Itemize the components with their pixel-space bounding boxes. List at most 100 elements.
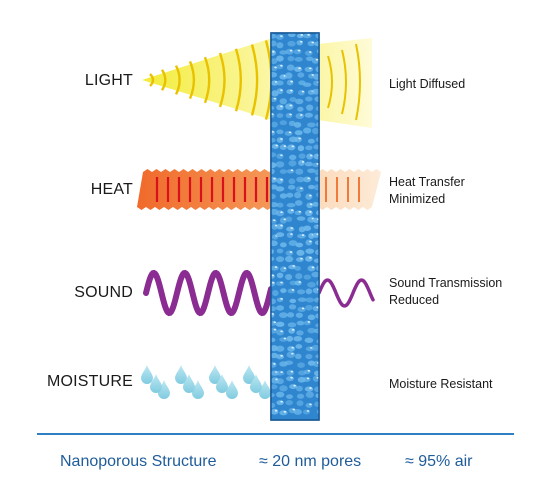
pore: [314, 176, 319, 182]
light-wave-arc: [203, 56, 211, 104]
pore: [303, 274, 311, 280]
pore: [294, 136, 302, 143]
pore-highlight: [311, 41, 315, 44]
effect-sound: Sound Transmission Reduced: [389, 275, 502, 309]
pore: [305, 56, 314, 62]
pore: [286, 376, 295, 382]
pore: [303, 225, 312, 231]
pore: [295, 168, 304, 175]
pore-highlight: [289, 104, 293, 107]
pore: [271, 337, 276, 343]
pore: [311, 88, 319, 95]
pore: [284, 360, 294, 365]
light-wave-arc: [149, 73, 155, 87]
pore-highlight: [309, 403, 312, 406]
pore-highlight: [280, 64, 283, 67]
pore: [297, 233, 306, 239]
pore-highlight: [301, 90, 305, 93]
pore: [305, 304, 313, 311]
water-drop: [141, 365, 153, 384]
pore: [294, 265, 302, 271]
pore: [271, 105, 275, 111]
pore: [312, 201, 319, 207]
pore: [287, 322, 297, 328]
pore-highlight: [283, 145, 287, 148]
pore: [286, 394, 293, 399]
effect-moisture-line-1: Moisture Resistant: [389, 377, 493, 391]
label-heat: HEAT: [90, 181, 133, 198]
label-moisture: MOISTURE: [46, 373, 133, 390]
pore: [303, 176, 312, 183]
pore: [296, 400, 304, 407]
water-drop: [259, 380, 271, 399]
pore: [275, 321, 285, 327]
pore: [271, 137, 276, 143]
pore: [272, 290, 279, 297]
pore: [296, 393, 305, 399]
pore-highlight: [290, 89, 293, 92]
pore: [276, 64, 284, 70]
pore: [276, 113, 284, 118]
pore: [294, 210, 302, 215]
effect-sound-line-2: Reduced: [389, 293, 440, 307]
pore: [286, 232, 294, 238]
pore: [312, 217, 319, 223]
pore-highlight: [273, 362, 276, 365]
pore: [304, 50, 313, 56]
pore: [286, 169, 295, 174]
pore: [271, 168, 275, 175]
sound-wave-incoming: [143, 269, 274, 317]
pore: [303, 127, 312, 134]
pore: [275, 391, 285, 398]
pore: [287, 40, 296, 47]
pore-highlight: [297, 49, 301, 52]
pore: [271, 256, 275, 262]
pore-highlight: [320, 138, 323, 140]
pore-highlight: [272, 219, 276, 222]
pore-highlight: [290, 227, 294, 230]
pore-highlight: [280, 330, 283, 333]
effect-light: Light Diffused: [389, 76, 465, 93]
heat-band: [137, 169, 381, 210]
pore: [293, 48, 302, 55]
pore: [315, 66, 319, 73]
pore: [286, 369, 295, 376]
water-drop: [150, 374, 162, 393]
pore-highlight: [290, 169, 294, 172]
heat-band-incoming: [137, 169, 278, 210]
pore: [302, 82, 312, 87]
pore: [305, 145, 313, 151]
pore-highlight: [272, 50, 275, 53]
pore: [298, 153, 306, 159]
pore: [305, 96, 313, 102]
light-diffused-arc: [341, 49, 347, 115]
pore-highlight: [289, 49, 293, 52]
pore: [296, 289, 306, 295]
pore: [294, 200, 303, 206]
pore: [305, 297, 315, 303]
pore: [307, 281, 316, 288]
water-drop: [226, 380, 238, 399]
effect-sound-line-1: Sound Transmission: [389, 276, 503, 290]
pore-highlight: [290, 370, 294, 373]
pore: [315, 354, 319, 359]
pore-highlight: [274, 266, 278, 269]
pore: [285, 399, 294, 406]
pore: [294, 66, 303, 72]
pore: [296, 385, 303, 392]
pore: [313, 224, 319, 229]
moisture-drops: [141, 365, 271, 399]
pore: [288, 178, 296, 185]
pore-highlight: [280, 35, 283, 38]
pore-highlight: [307, 321, 311, 323]
water-drop: [243, 365, 255, 384]
pore: [314, 169, 319, 176]
pore-highlight: [308, 51, 312, 54]
pore: [304, 386, 314, 392]
pore-highlight: [309, 211, 312, 213]
pore: [271, 219, 277, 224]
pore-highlight: [291, 145, 295, 148]
pore: [271, 408, 279, 415]
pore-highlight: [271, 313, 274, 315]
pore: [280, 266, 287, 273]
